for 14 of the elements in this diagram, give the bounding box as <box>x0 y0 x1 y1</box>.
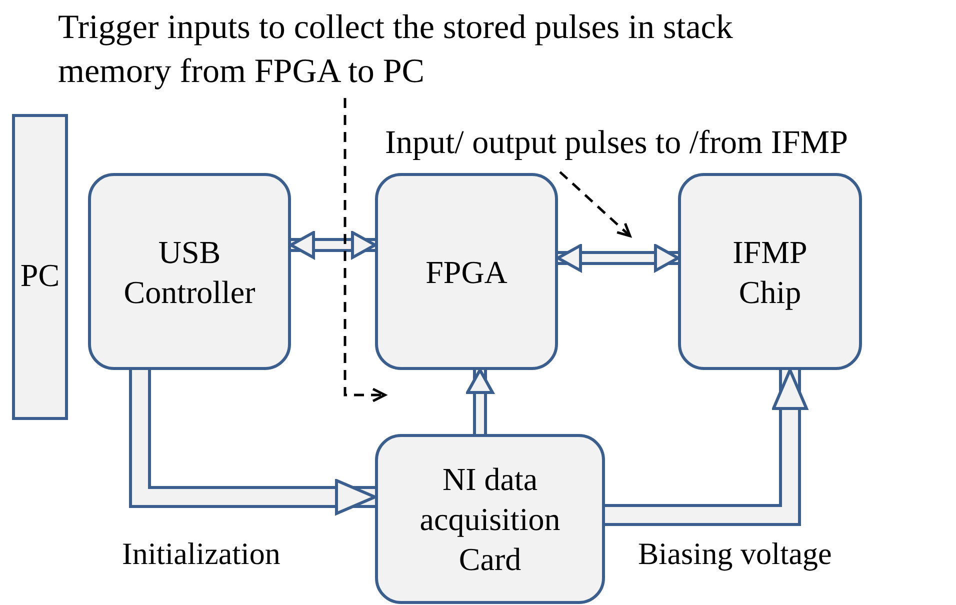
pc-block: PC <box>12 114 68 420</box>
hollow-arrow <box>605 368 808 526</box>
fpga-block: FPGA <box>375 173 558 370</box>
acquisition-card-block: NI data acquisition Card <box>375 434 605 604</box>
dashed-leader-arrow <box>559 171 632 238</box>
hollow-arrow <box>290 231 376 259</box>
hollow-arrow <box>466 368 494 434</box>
controller-block: USB Controller <box>88 173 291 370</box>
dashed-leader-arrow <box>344 98 386 402</box>
hollow-arrow <box>129 370 376 515</box>
chip-block: IFMP Chip <box>678 173 862 370</box>
hollow-arrow <box>556 244 680 272</box>
pulses-note: Input/ output pulses to /from IFMP <box>385 122 955 166</box>
trigger-note: Trigger inputs to collect the stored pulses in stack memory from FPGA to PC <box>58 6 758 98</box>
